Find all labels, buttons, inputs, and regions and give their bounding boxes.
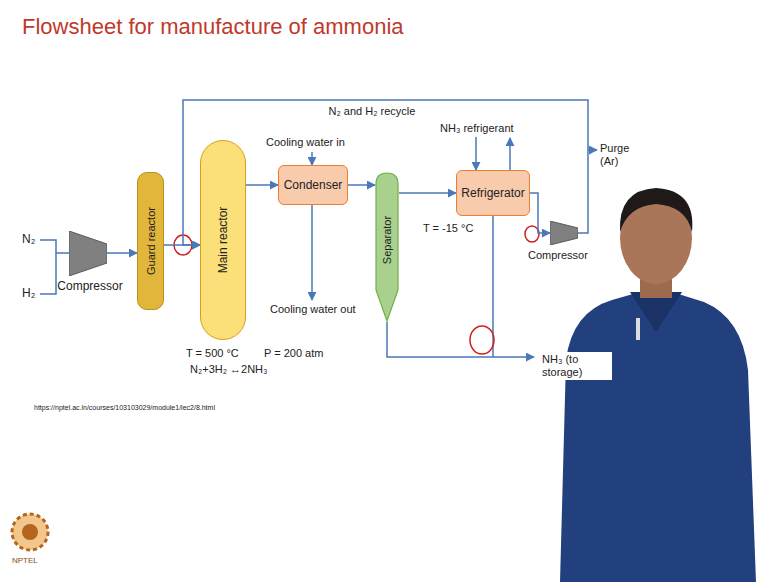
cooling-water-line [311, 152, 313, 165]
main-reactor: Main reactor [200, 140, 246, 340]
flow-connector [107, 252, 137, 254]
guard-reactor: Guard reactor [137, 172, 164, 310]
stream-label: NH₃ (to storage) [540, 352, 612, 380]
logo-gear [12, 514, 48, 550]
node-label: Compressor [57, 279, 122, 293]
node-label: Guard reactor [145, 207, 157, 275]
flow-connector [246, 184, 278, 186]
utility-label: NH₃ refrigerant [440, 122, 514, 135]
product-line [387, 322, 534, 357]
feed-line [40, 253, 56, 294]
cooling-water-line [311, 205, 313, 300]
condition-label: P = 200 atm [264, 347, 323, 360]
stream-label: H₂ [22, 286, 35, 300]
condition-label: T = -15 °C [423, 222, 473, 235]
reaction-equation: N₂+3H₂ ↔2NH₃ [190, 363, 268, 376]
lecturer-microphone [636, 318, 640, 340]
feed-line [40, 240, 69, 253]
compressor-symbol [550, 221, 578, 245]
slide-title: Flowsheet for manufacture of ammonia [22, 14, 404, 40]
compressor-symbol [69, 231, 107, 276]
flow-connector [399, 192, 456, 194]
node-label: Main reactor [216, 207, 230, 274]
refrigerant-line [475, 137, 477, 170]
lecturer-shirt [560, 292, 756, 582]
compressor-body [69, 231, 107, 276]
node-label: Condenser [284, 178, 343, 192]
separator: Separator [375, 172, 399, 322]
stream-label: Purge (Ar) [600, 142, 642, 168]
condenser: Condenser [278, 165, 348, 205]
node-label: Separator [381, 215, 393, 263]
utility-label: Cooling water out [270, 303, 356, 316]
source-url: https://nptel.ac.in/courses/103103029/mo… [34, 404, 215, 412]
compressor-body [550, 221, 578, 245]
annotation-circle [470, 326, 494, 354]
compressor: Compressor [55, 231, 125, 295]
logo-center [22, 524, 38, 540]
refrigerator: Refrigerator [456, 170, 530, 216]
compressor: Compressor [528, 221, 592, 263]
separator-outline [376, 173, 398, 321]
node-label: Refrigerator [461, 186, 524, 200]
node-label: Compressor [528, 249, 588, 261]
flow-connector [348, 184, 375, 186]
utility-label: Cooling water in [266, 136, 345, 149]
refrigerant-line [509, 138, 511, 170]
stream-label: N₂ [22, 232, 35, 246]
lecturer-hair [620, 188, 692, 232]
edge-label: N₂ and H₂ recycle [326, 105, 419, 118]
logo-text: NPTEL [12, 556, 38, 566]
condition-label: T = 500 °C [186, 347, 239, 360]
purge-line [588, 149, 597, 151]
annotation-circle [525, 226, 539, 242]
flow-connector [530, 193, 550, 233]
